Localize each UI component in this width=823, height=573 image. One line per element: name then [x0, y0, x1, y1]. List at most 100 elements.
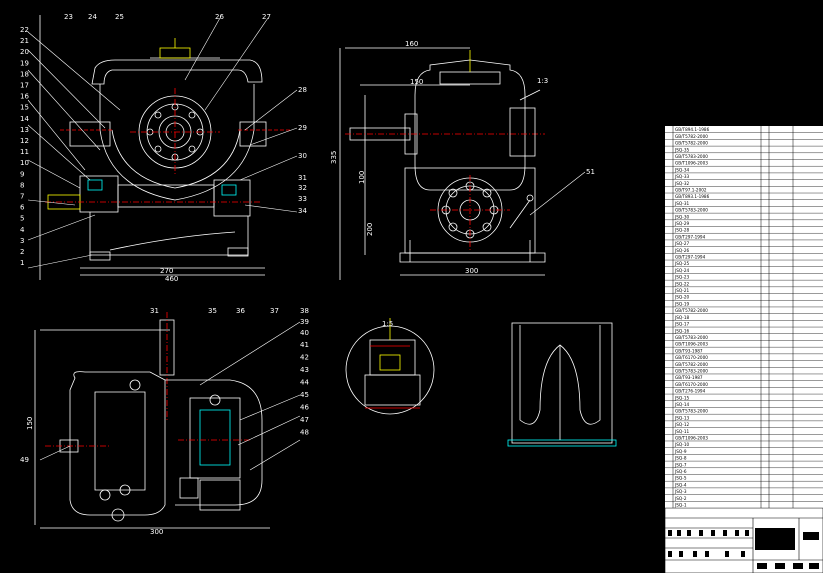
balloon-46: 46: [300, 404, 309, 412]
bom-row: GB/T893.1-1986: [675, 194, 710, 199]
bom-row: JSQ-32: [674, 181, 689, 186]
bom-row: JSQ-34: [674, 167, 689, 172]
plan-balloon-49: 49: [20, 456, 29, 464]
bom-row: GB/T276-1994: [675, 389, 706, 394]
bom-row: JSQ-7: [674, 462, 687, 467]
balloon-43: 43: [300, 366, 309, 374]
bom-row: JSQ-2: [674, 496, 687, 501]
bom-row: JSQ-11: [674, 429, 689, 434]
balloon-22: 22: [20, 26, 29, 34]
bom-row: JSQ-19: [674, 301, 689, 306]
bom-row: GB/T894.1-1986: [675, 127, 710, 132]
bom-row: JSQ-12: [674, 422, 689, 427]
balloon-47: 47: [300, 416, 309, 424]
balloon-44: 44: [300, 379, 309, 387]
balloon-18: 18: [20, 70, 29, 78]
section-view: [507, 322, 617, 447]
bom-row: JSQ-20: [674, 295, 689, 300]
balloon-20: 20: [20, 48, 29, 56]
balloon-33: 33: [298, 195, 307, 203]
bom-row: GB/T5783-2000: [675, 335, 708, 340]
bom-row: GB/T5783-2000: [675, 409, 708, 414]
balloon-40: 40: [300, 329, 309, 337]
bom-row: JSQ-21: [674, 288, 689, 293]
bom-row: JSQ-14: [674, 402, 689, 407]
balloon-26: 26: [215, 13, 224, 21]
bom-row: JSQ-35: [674, 147, 689, 152]
title-block: [665, 508, 823, 573]
front-view-balloons-right: 28 29 30 31 32 33 34: [298, 86, 307, 215]
bom-row: GB/T5783-2000: [675, 368, 708, 373]
balloon-2: 2: [20, 248, 24, 256]
bom-row: JSQ-30: [674, 214, 689, 219]
bom-row: JSQ-22: [674, 281, 689, 286]
bom-row: JSQ-16: [674, 328, 689, 333]
side-dim-bottom: 300: [465, 267, 478, 275]
side-dim-mid: 150: [410, 78, 423, 86]
bom-row: GB/T297-1994: [675, 234, 706, 239]
bom-row: JSQ-24: [674, 268, 689, 273]
bom-row: JSQ-28: [674, 228, 689, 233]
balloon-32: 32: [298, 184, 307, 192]
bom-row: GB/T6170-2000: [675, 382, 708, 387]
bom-row: JSQ-3: [674, 489, 687, 494]
balloon-16: 16: [20, 93, 29, 101]
balloon-45: 45: [300, 391, 309, 399]
balloon-5: 5: [20, 215, 24, 223]
balloon-28: 28: [298, 86, 307, 94]
side-dim-height: 335: [330, 151, 338, 164]
plan-view: [34, 312, 270, 529]
balloon-19: 19: [20, 59, 29, 67]
balloon-17: 17: [20, 82, 29, 90]
detail-view: [345, 318, 435, 415]
balloon-41: 41: [300, 341, 309, 349]
bom-row: JSQ-9: [674, 449, 687, 454]
bom-row: JSQ-33: [674, 174, 689, 179]
bom-row: GB/T1096-2003: [675, 342, 708, 347]
balloon-37: 37: [270, 307, 279, 315]
balloon-12: 12: [20, 137, 29, 145]
balloon-39: 39: [300, 318, 309, 326]
side-balloon-51: 51: [586, 168, 595, 176]
bom-row: GB/T97.1-2002: [675, 188, 707, 193]
balloon-11: 11: [20, 148, 29, 156]
balloon-7: 7: [20, 193, 24, 201]
bom-row: JSQ-29: [674, 221, 689, 226]
bom-row: JSQ-4: [674, 482, 687, 487]
bom-row: JSQ-25: [674, 261, 689, 266]
bom-row: JSQ-31: [674, 201, 689, 206]
balloon-30: 30: [298, 152, 307, 160]
side-dim-top: 160: [405, 40, 418, 48]
front-dim-inner: 270: [160, 267, 173, 275]
balloon-34: 34: [298, 207, 307, 215]
balloon-21: 21: [20, 37, 29, 45]
bom-row: JSQ-6: [674, 469, 687, 474]
bom-row: GB/T93-1987: [675, 375, 703, 380]
balloon-13: 13: [20, 126, 29, 134]
balloon-31: 31: [298, 174, 307, 182]
bill-of-materials-table: GB/T894.1-1986GB/T5782-2000GB/T5782-2000…: [665, 126, 823, 508]
side-dim-lower: 200: [366, 223, 374, 236]
balloon-27: 27: [262, 13, 271, 21]
bom-row: JSQ-26: [674, 248, 689, 253]
balloon-1: 1: [20, 259, 24, 267]
bom-row: GB/T5782-2000: [675, 362, 708, 367]
balloon-15: 15: [20, 104, 29, 112]
bom-row: GB/T5782-2000: [675, 141, 708, 146]
balloon-3: 3: [20, 237, 24, 245]
bom-row: JSQ-18: [674, 315, 689, 320]
bom-row: JSQ-15: [674, 395, 689, 400]
bom-row: JSQ-8: [674, 456, 687, 461]
balloon-29: 29: [298, 124, 307, 132]
balloon-8: 8: [20, 181, 24, 189]
bom-row: GB/T5783-2000: [675, 154, 708, 159]
balloon-10: 10: [20, 159, 29, 167]
bom-row: GB/T93-1987: [675, 348, 703, 353]
balloon-25: 25: [115, 13, 124, 21]
balloon-4: 4: [20, 226, 25, 234]
bom-row: GB/T1096-2003: [675, 435, 708, 440]
